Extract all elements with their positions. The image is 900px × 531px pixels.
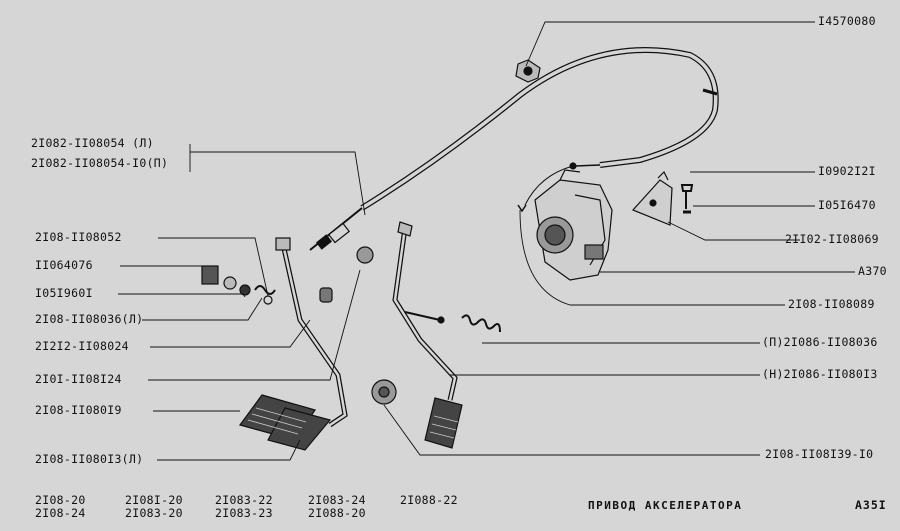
throttle-body	[534, 169, 613, 281]
label-part: 2I08-II080I3(Л)	[35, 452, 144, 466]
right-pedal	[392, 221, 463, 449]
label-part: II064076	[35, 258, 93, 272]
accelerator-cable	[309, 47, 719, 251]
page-id: A35I	[855, 498, 887, 512]
model-code: 2I08-20	[35, 493, 86, 507]
label-part: 2I08-II080I9	[35, 403, 122, 417]
label-part: 2I082-II08054 (Л)	[31, 136, 154, 150]
model-code: 2I08-24	[35, 506, 86, 520]
label-part: I4570080	[818, 14, 876, 28]
label-part: 2I08-II08036(Л)	[35, 312, 144, 326]
model-code: 2I083-23	[215, 506, 273, 520]
label-part: I05I960I	[35, 286, 93, 300]
label-part: 2I0I-II08I24	[35, 372, 122, 386]
label-part: 2I08-II08I39-I0	[765, 447, 874, 461]
label-part: (Н)2I086-II080I3	[762, 367, 878, 381]
screw	[680, 184, 694, 209]
label-part: A370	[858, 264, 887, 278]
label-part: 2I08-II08052	[35, 230, 122, 244]
cable-sleeve	[702, 88, 718, 96]
model-code: 2I08I-20	[125, 493, 183, 507]
model-code: 2I083-22	[215, 493, 273, 507]
label-part: (П)2I086-II08036	[762, 335, 878, 349]
cable-clip	[515, 59, 541, 83]
small-parts	[201, 246, 374, 305]
model-code: 2I083-24	[308, 493, 366, 507]
label-part: I0902I2I	[818, 164, 876, 178]
return-spring	[461, 314, 501, 333]
label-part: 2I082-II08054-I0(П)	[31, 156, 169, 170]
label-part: 2I08-II08089	[788, 297, 875, 311]
page-title: ПРИВОД АКСЕЛЕРАТОРА	[588, 499, 743, 512]
left-pedal	[238, 237, 348, 451]
model-code: 2I088-22	[400, 493, 458, 507]
label-part: 2II02-II08069	[785, 232, 879, 246]
label-part: I05I6470	[818, 198, 876, 212]
cable-bracket	[631, 170, 673, 226]
model-code: 2I088-20	[308, 506, 366, 520]
model-code: 2I083-20	[125, 506, 183, 520]
leader-lines	[118, 21, 855, 461]
label-part: 2I2I2-II08024	[35, 339, 129, 353]
rubber-stop	[371, 379, 397, 405]
